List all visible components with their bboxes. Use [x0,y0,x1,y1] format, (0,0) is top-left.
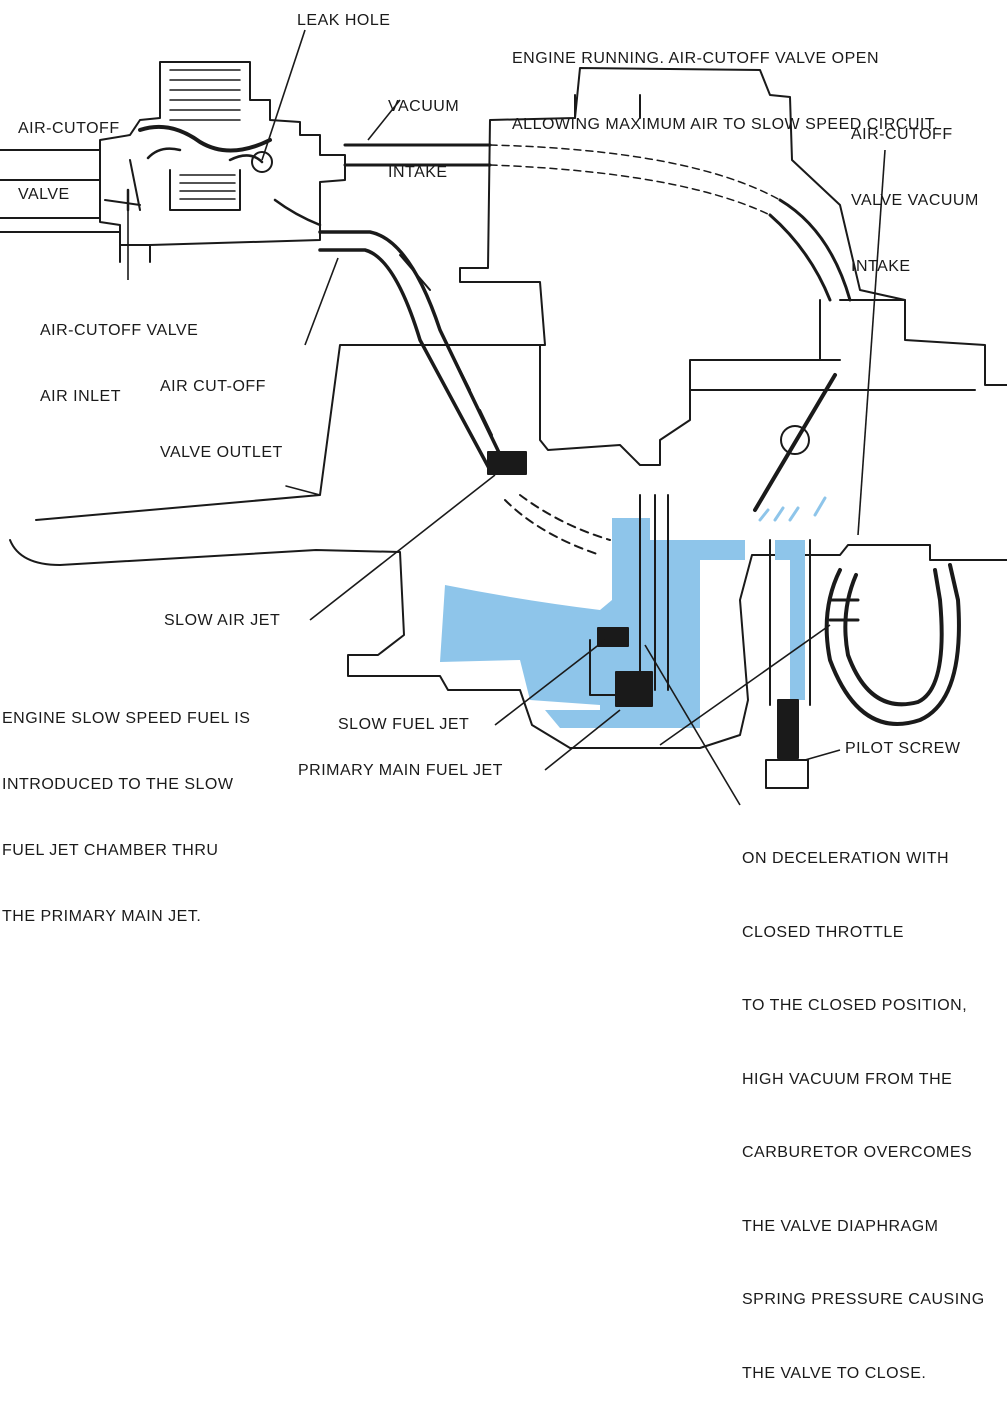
leader-primary-jet [544,709,621,771]
vacuum-intake-tube [343,143,492,167]
carburetor-diagram [0,29,1007,806]
label-air-cutoff-valve-line-1: AIR-CUTOFF [18,120,120,137]
label-valve-outlet-line-2: VALVE OUTLET [160,444,283,461]
leader-cutoff-vacuum-intake [857,149,886,536]
pilot-passage-fuel [775,540,805,700]
label-deceleration: ON DECELERATION WITH CLOSED THROTTLE TO … [742,798,985,1411]
label-deceleration-line-8: THE VALVE TO CLOSE. [742,1364,927,1382]
header-line-2: ALLOWING MAXIMUM AIR TO SLOW SPEED CIRCU… [512,116,939,133]
header-caption: ENGINE RUNNING. AIR-CUTOFF VALVE OPEN AL… [512,4,938,158]
leader-vacuum-intake [367,99,401,141]
leader-valve-outlet [304,257,339,346]
label-slow-speed-fuel-line-4: THE PRIMARY MAIN JET. [2,908,202,925]
leader-slow-air-jet [309,474,496,621]
valve-spring-lower [179,174,236,200]
slow-air-jet-fitting [487,451,527,475]
label-valve-outlet-line-1: AIR CUT-OFF [160,378,266,395]
label-deceleration-line-5: CARBURETOR OVERCOMES [742,1144,973,1161]
label-deceleration-line-2: CLOSED THROTTLE [742,923,904,941]
slow-fuel-jet [597,627,629,647]
label-deceleration-line-7: SPRING PRESSURE CAUSING [742,1291,985,1308]
label-leak-hole: LEAK HOLE [297,12,391,29]
pilot-screw [777,699,799,759]
outlet-hose-arrows [399,254,493,436]
carburetor-body [9,67,1007,749]
carburetor-upper-detail [574,94,906,391]
label-primary-main-jet: PRIMARY MAIN FUEL JET [298,762,503,779]
label-air-cutoff-valve: AIR-CUTOFF VALVE [18,74,120,228]
label-slow-speed-fuel-line-2: INTRODUCED TO THE SLOW [2,776,234,793]
leader-pilot-screw [804,749,841,761]
leak-hole [251,151,273,173]
label-cutoff-vacuum-intake-line-1: AIR-CUTOFF [851,126,953,143]
pilot-screw-head [765,759,809,789]
label-slow-speed-fuel-line-3: FUEL JET CHAMBER THRU [2,842,219,859]
label-slow-fuel-jet: SLOW FUEL JET [338,716,470,733]
valve-flow-arrows [126,147,322,227]
emulsion-tube [589,494,669,696]
valve-spring-upper [169,69,241,121]
label-vacuum-intake-line-2: INTAKE [388,164,448,181]
throttle-plate [753,373,837,512]
primary-main-jet [615,671,653,707]
label-air-inlet-line-1: AIR-CUTOFF VALVE [40,322,199,339]
leader-deceleration [644,644,741,806]
intake-pipe [0,149,321,496]
leader-deceleration-2 [659,624,831,746]
label-cutoff-vacuum-intake-line-3: INTAKE [851,258,911,275]
bypass-flow-arrows [758,496,827,522]
u-hose-fitting [828,598,860,622]
label-vacuum-intake: VACUUM INTAKE [388,52,459,206]
label-cutoff-vacuum-intake: AIR-CUTOFF VALVE VACUUM INTAKE [851,80,979,300]
valve-diaphragm [138,124,272,153]
throttle-shaft [780,425,810,455]
label-slow-speed-fuel: ENGINE SLOW SPEED FUEL IS INTRODUCED TO … [2,664,250,950]
label-deceleration-line-6: THE VALVE DIAPHRAGM [742,1217,939,1235]
label-air-cutoff-valve-line-2: VALVE [18,186,70,203]
label-slow-air-jet: SLOW AIR JET [164,612,281,629]
pilot-screw-passage [769,539,811,706]
label-deceleration-line-4: HIGH VACUUM FROM THE [742,1070,953,1088]
label-air-inlet: AIR-CUTOFF VALVE AIR INLET [40,276,198,430]
air-cutoff-valve-housing [0,61,346,263]
outlet-hose [318,230,507,472]
u-hose [824,563,961,726]
vacuum-hose-right [768,198,852,302]
label-vacuum-intake-line-1: VACUUM [388,98,460,115]
float-bowl-fuel [440,585,600,705]
slow-air-passage [504,494,611,556]
fuel-well [545,518,745,728]
label-cutoff-vacuum-intake-line-2: VALVE VACUUM [851,192,979,209]
label-air-inlet-line-2: AIR INLET [40,388,121,405]
leader-slow-fuel-jet [494,639,606,726]
label-deceleration-line-1: ON DECELERATION WITH [742,850,950,867]
label-pilot-screw: PILOT SCREW [845,740,961,757]
label-valve-outlet: AIR CUT-OFF VALVE OUTLET [160,332,283,486]
leader-leak-hole [261,29,306,161]
label-slow-speed-fuel-line-1: ENGINE SLOW SPEED FUEL IS [2,710,251,727]
header-line-1: ENGINE RUNNING. AIR-CUTOFF VALVE OPEN [512,50,879,67]
vacuum-intake-tube-dashed [489,144,781,216]
